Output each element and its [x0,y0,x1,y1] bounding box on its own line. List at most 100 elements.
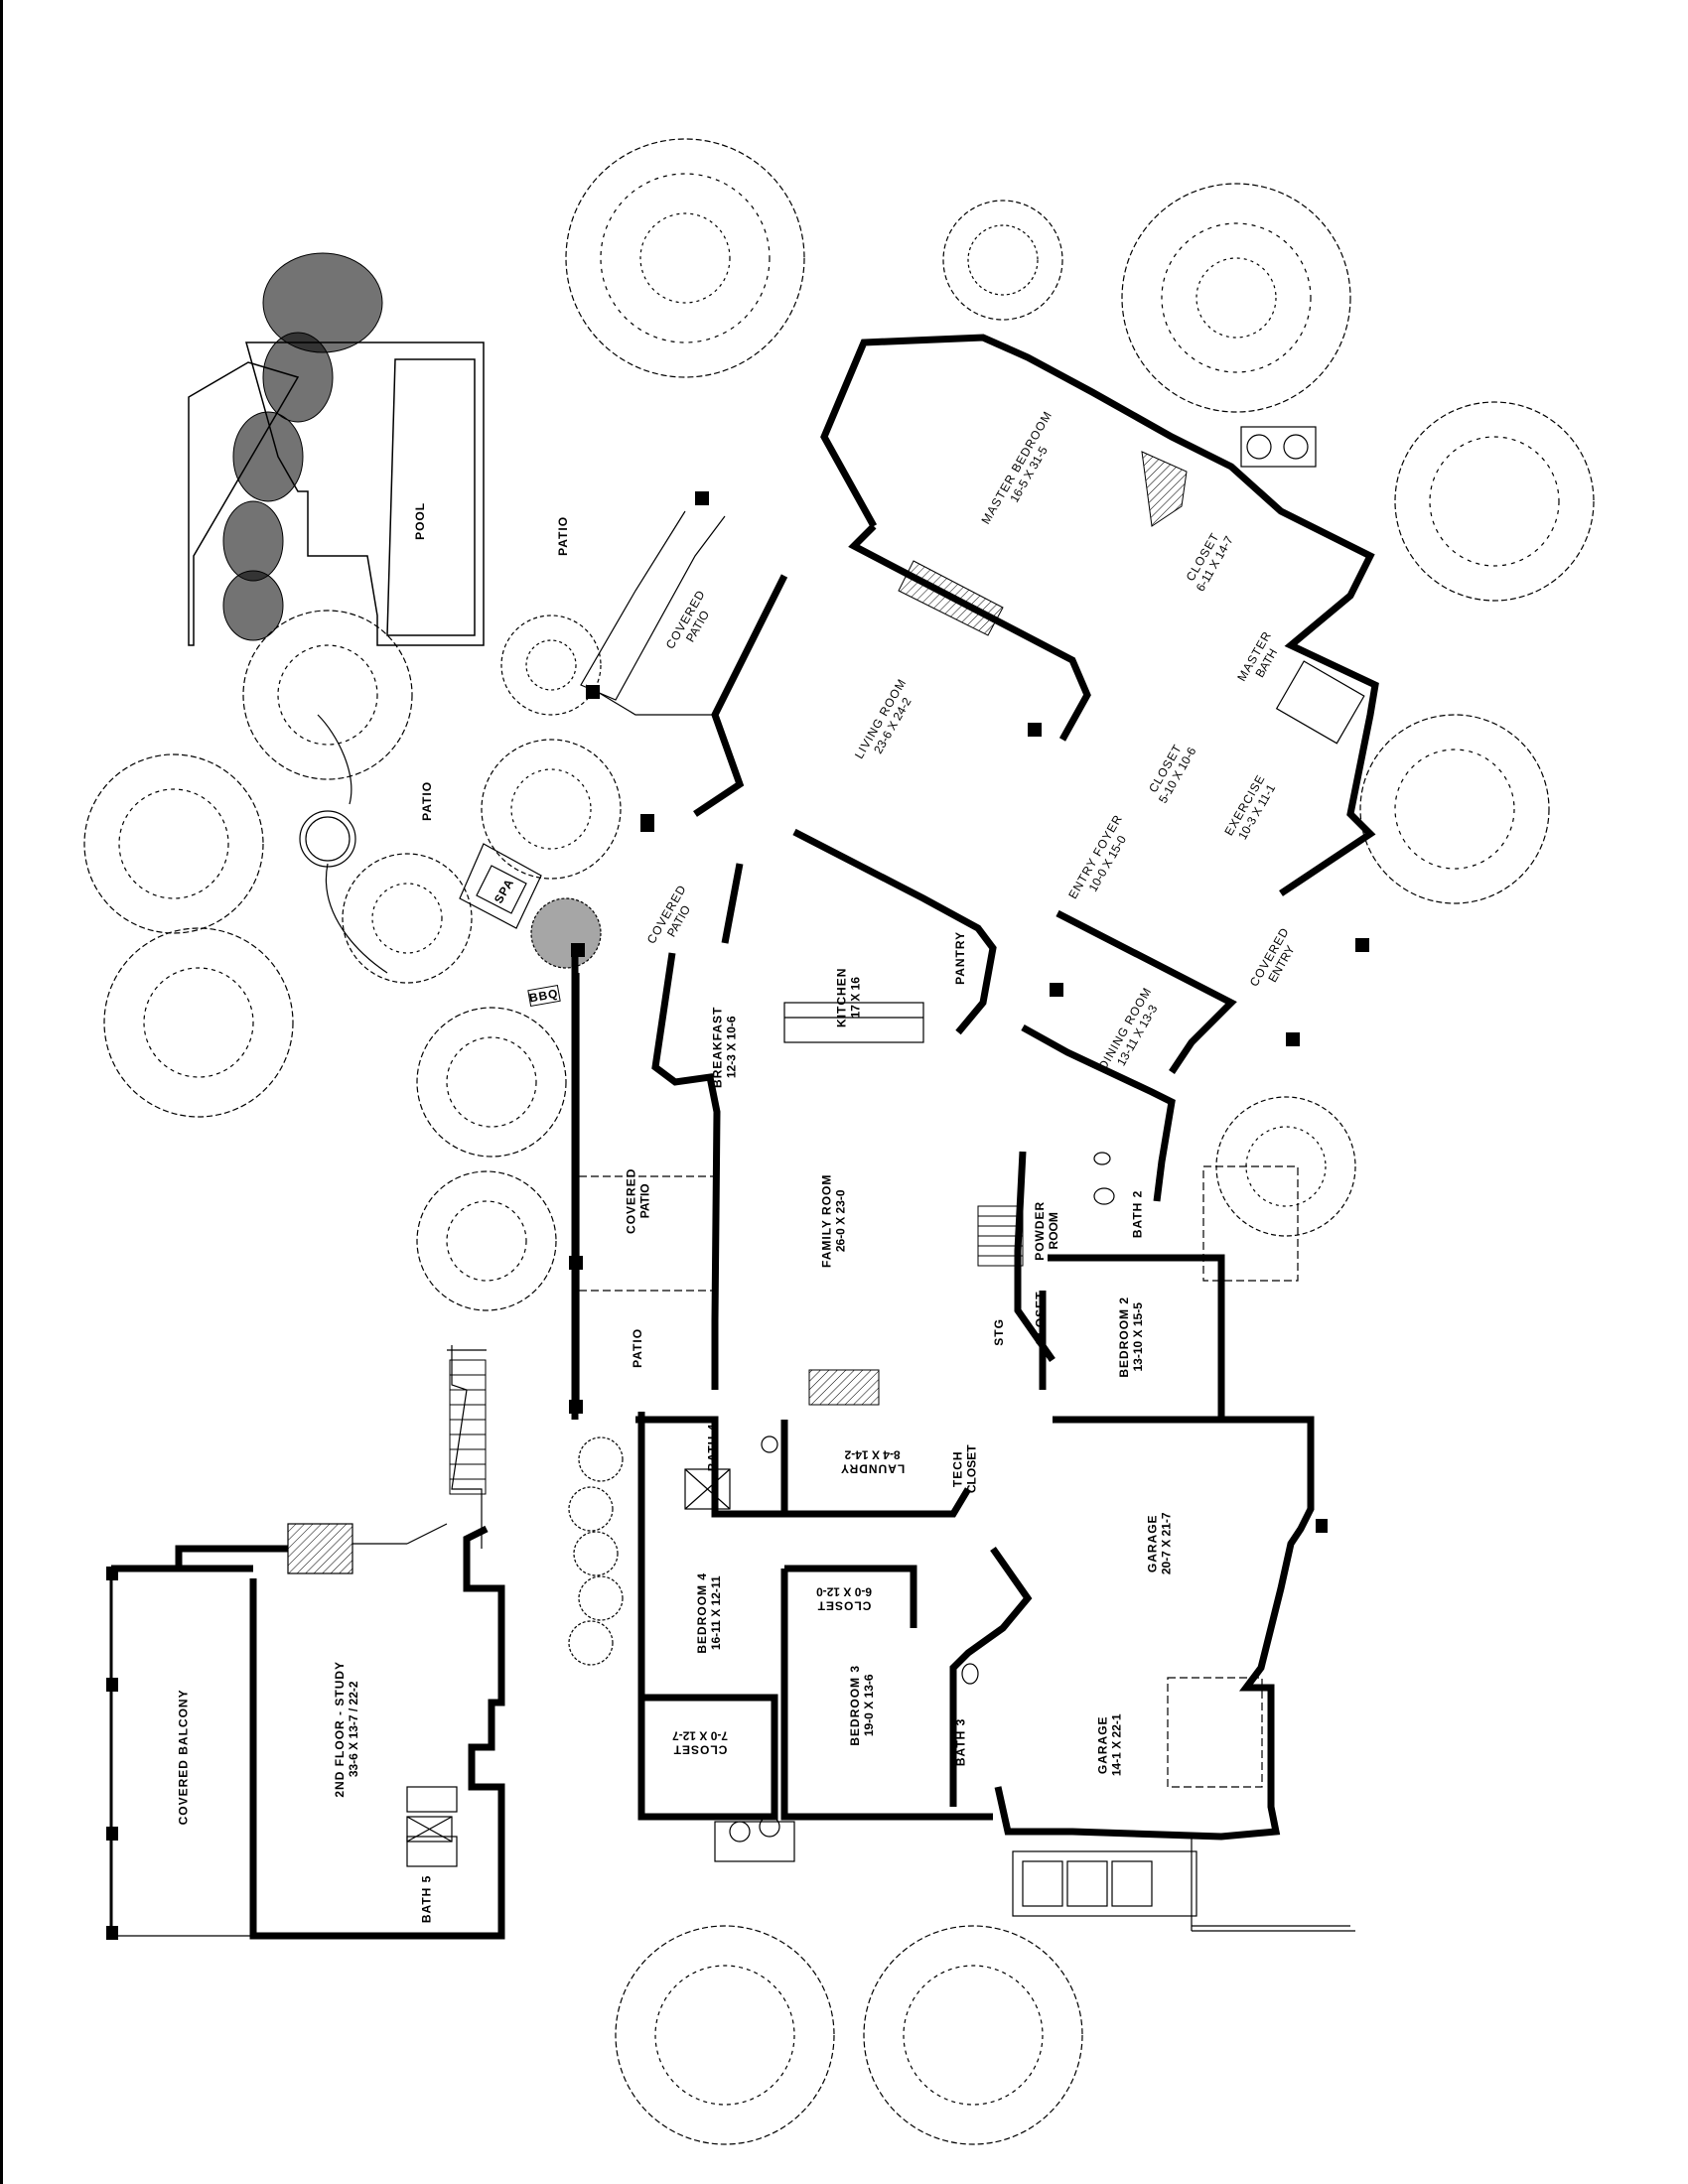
room-dimensions: CLOSET [963,1444,978,1494]
tree-icon [530,897,602,969]
room-label-covered-balcony: COVERED BALCONY [176,1689,191,1826]
room-dimensions: 19-0 X 13-6 [861,1674,876,1737]
room-label-pool: POOL [413,501,428,540]
room-dimensions: 8-4 X 14-2 [844,1447,901,1462]
driveway-edge [1191,1837,1355,1932]
room-dimensions: 26-0 X 23-0 [833,1189,848,1253]
room-dimensions: 12-3 X 10-6 [724,1016,739,1079]
tree-icon [942,200,1063,321]
tree-icon [342,853,473,984]
landscape-trees [83,138,1595,2145]
room-label-pantry: PANTRY [953,930,968,985]
room-dimensions: 14-1 X 22-1 [1108,1713,1123,1777]
pool-outline [188,341,485,646]
room-name: PATIO [420,780,435,821]
plumbing-fixtures [406,426,1365,1843]
room-name: TECH [950,1450,965,1488]
room-name: KITCHEN [834,967,849,1027]
room-name: PANTRY [953,930,968,985]
tree-icon [1121,183,1351,413]
stairs-icon [449,1205,1024,1495]
room-dimensions: 17 X 16 [848,977,863,1019]
room-name: COVERED BALCONY [176,1689,191,1826]
room-name: PATIO [556,515,571,556]
room-name: BEDROOM 4 [695,1571,710,1654]
tree-icon [565,138,805,378]
room-name: BATH 2 [1130,1189,1145,1239]
columns [106,491,1369,1940]
second-floor-walls [109,1525,505,1940]
tree-icon [1359,714,1550,904]
tree-icon [416,1007,567,1158]
room-name: PATIO [631,1327,645,1368]
room-label-patio-spa: PATIO [420,780,435,821]
second-floor-details [111,1523,458,1937]
hedge-planting [222,252,383,641]
room-name: CLOSET [816,1598,872,1613]
page-border [0,0,3,2184]
tree-icon [416,1170,557,1311]
room-name: 2ND FLOOR - STUDY [333,1660,348,1798]
room-label-patio-pool: PATIO [556,515,571,556]
room-name: GARAGE [1145,1514,1160,1573]
room-name: CLOSET [672,1742,728,1757]
tree-icon [242,610,413,780]
room-label-stg: STG [992,1318,1007,1346]
room-label-bath-5: BATH 5 [419,1874,434,1924]
room-name: BATH 3 [953,1717,968,1767]
bbq-outline [527,984,561,1008]
room-name: CLOSET [1032,1291,1047,1346]
room-dimensions: 33-6 X 13-7 / 22-2 [346,1681,360,1778]
room-dimensions: 7-0 X 12-7 [672,1728,729,1743]
room-name: BATH 4 [705,1423,720,1472]
room-name: POOL [413,501,428,540]
room-name: BEDROOM 2 [1117,1296,1132,1378]
room-dimensions: PATIO [637,1183,652,1219]
tree-icon [1215,1096,1356,1237]
room-name: POWDER [1033,1200,1048,1261]
room-dimensions: 20-7 X 21-7 [1158,1512,1173,1575]
room-label-bath-3: BATH 3 [953,1717,968,1767]
tree-icon [1394,401,1595,602]
room-dimensions: 13-10 X 15-5 [1130,1302,1145,1372]
tree-icon [481,739,622,880]
room-name: LAUNDRY [839,1461,905,1476]
room-label-closet-stair: CLOSET [1032,1291,1048,1346]
tree-icon [863,1925,1083,2145]
room-dimensions: 16-11 X 12-11 [708,1575,723,1651]
tree-icon [500,614,602,716]
tree-icon [103,927,294,1118]
spa-outline [299,714,542,974]
shrub-icon [568,1436,624,1666]
exterior-walls [571,334,1379,1841]
room-dimensions: ROOM [1047,1212,1060,1250]
room-name: BATH 5 [419,1874,434,1924]
room-name: GARAGE [1095,1715,1110,1775]
room-name: BREAKFAST [710,1006,725,1088]
room-dimensions: 6-0 X 12-0 [816,1584,873,1599]
room-name: BEDROOM 3 [848,1664,863,1746]
room-name: COVERED [624,1167,638,1234]
room-name: FAMILY ROOM [819,1173,834,1268]
room-label-patio-small: PATIO [631,1327,645,1368]
fireplace-hatch [808,451,1188,1406]
tree-icon [83,753,264,934]
room-label-bath-2: BATH 2 [1130,1189,1145,1239]
tree-icon [615,1925,835,2145]
